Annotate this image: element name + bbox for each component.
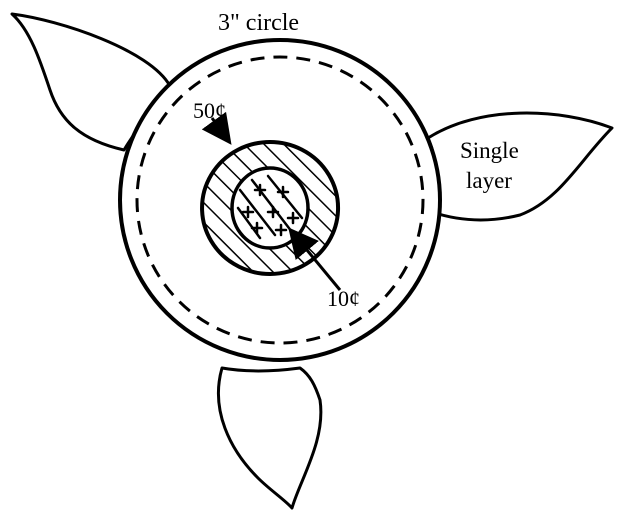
leaf-right xyxy=(428,113,612,220)
label-50c: 50¢ xyxy=(193,98,226,123)
leaf-bottom xyxy=(218,368,320,508)
label-layer: layer xyxy=(466,168,512,193)
label-outer-circle: 3" circle xyxy=(218,10,299,36)
label-single: Single xyxy=(460,138,519,163)
label-10c: 10¢ xyxy=(327,286,360,311)
